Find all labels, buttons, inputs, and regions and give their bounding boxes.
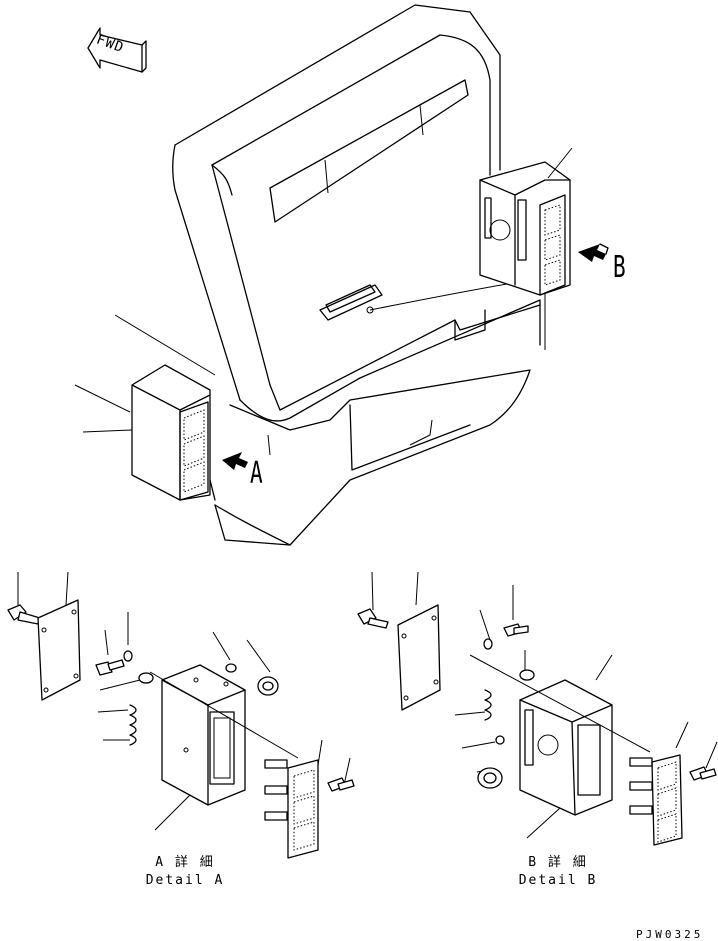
view-a-label: A <box>250 456 263 491</box>
detail-a-caption-en: Detail A <box>145 873 225 888</box>
detail-a-exploded <box>7 571 355 859</box>
drawing-code: PJW0325 <box>636 928 704 941</box>
cover-plate <box>37 599 81 701</box>
view-b-arrow-icon <box>578 243 609 262</box>
view-a-arrow-icon <box>222 452 248 470</box>
console-body <box>172 4 546 546</box>
detail-b-exploded <box>357 571 718 846</box>
switch-box-a <box>74 314 271 501</box>
switch-box-b <box>479 147 573 296</box>
detail-a-caption-jp: A 詳 細 <box>155 855 215 870</box>
fwd-arrow-icon <box>87 27 147 73</box>
view-b-label: B <box>613 250 626 285</box>
detail-b-caption-jp: B 詳 細 <box>528 855 588 870</box>
bolt-icon <box>7 604 41 625</box>
detail-b-caption-en: Detail B <box>518 873 598 888</box>
